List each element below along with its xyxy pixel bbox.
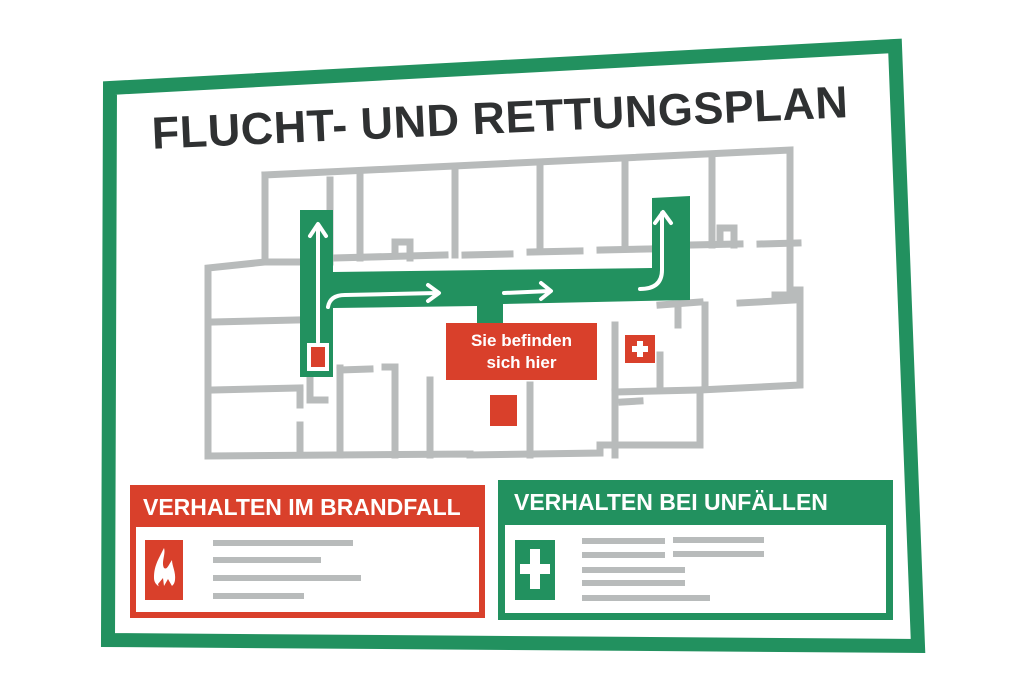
- escape-route: [300, 196, 690, 377]
- arrow-up-left-icon: [308, 222, 328, 344]
- you-are-here-label: Sie befinden sich hier: [446, 323, 597, 380]
- fire-panel-title: VERHALTEN IM BRANDFALL: [143, 494, 461, 520]
- accident-panel: [498, 480, 893, 620]
- floor-plan-walls: [204, 146, 804, 460]
- fire-panel: [130, 485, 485, 618]
- arrow-right-icon: [502, 281, 553, 301]
- route-arrows: [308, 210, 673, 344]
- arrow-up-right-icon: [638, 210, 673, 291]
- accident-panel-title: VERHALTEN BEI UNFÄLLEN: [514, 489, 828, 515]
- arrow-right-icon: [326, 283, 441, 309]
- you-are-here-line1: Sie befinden: [470, 330, 573, 350]
- you-are-here-line2: sich hier: [486, 352, 557, 372]
- assembly-point-marker: [490, 395, 517, 426]
- first-aid-marker-icon: [625, 335, 655, 363]
